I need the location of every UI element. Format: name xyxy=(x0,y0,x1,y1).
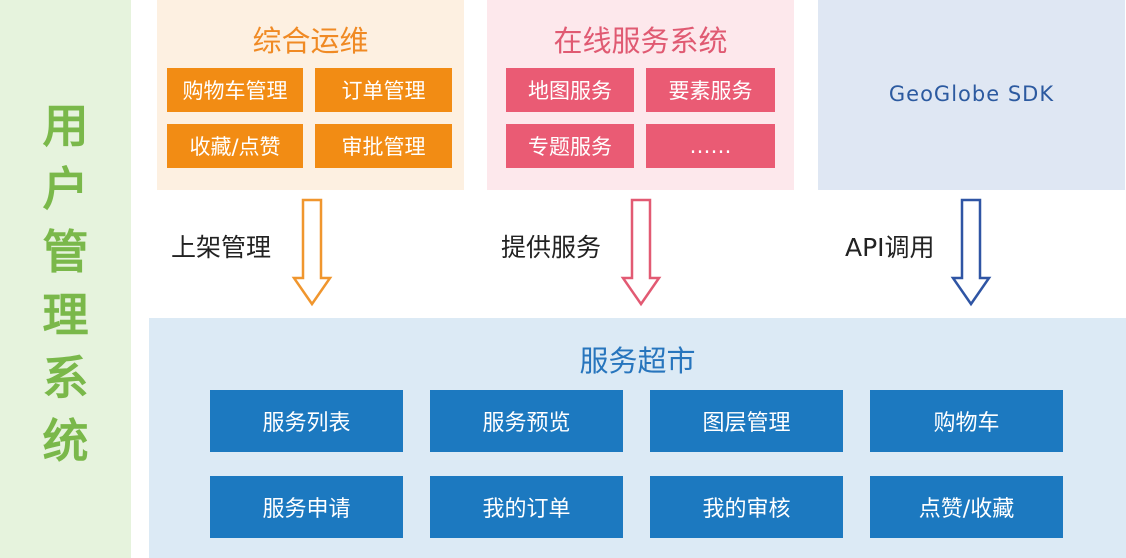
title-char: 理 xyxy=(42,288,89,342)
service-list-chip: 服务列表 xyxy=(210,390,403,452)
service-apply-chip: 服务申请 xyxy=(210,476,403,538)
online-service-title: 在线服务系统 xyxy=(553,24,728,58)
down-arrow-icon xyxy=(950,198,992,307)
user-management-title: 用 户 管 理 系 统 xyxy=(0,95,131,473)
service-market-panel: 服务超市 服务列表 服务预览 图层管理 购物车 服务申请 我的订单 我的审核 点… xyxy=(149,318,1126,558)
title-char: 户 xyxy=(42,162,89,216)
favorite-like-chip: 收藏/点赞 xyxy=(167,124,303,168)
approval-management-chip: 审批管理 xyxy=(315,124,452,168)
sdk-panel: GeoGlobe SDK xyxy=(818,0,1125,190)
online-service-panel: 在线服务系统 地图服务 要素服务 专题服务 …… xyxy=(487,0,794,190)
feature-service-chip: 要素服务 xyxy=(646,68,775,112)
arrow-label-api: API调用 xyxy=(845,233,935,262)
operations-title: 综合运维 xyxy=(252,24,369,58)
arrow-label-listing: 上架管理 xyxy=(171,233,272,262)
title-char: 统 xyxy=(42,414,89,468)
cart-management-chip: 购物车管理 xyxy=(167,68,303,112)
title-char: 用 xyxy=(42,99,89,153)
layer-management-chip: 图层管理 xyxy=(650,390,843,452)
thematic-service-chip: 专题服务 xyxy=(506,124,634,168)
shopping-cart-chip: 购物车 xyxy=(870,390,1063,452)
order-management-chip: 订单管理 xyxy=(315,68,452,112)
title-char: 系 xyxy=(42,351,89,405)
map-service-chip: 地图服务 xyxy=(506,68,634,112)
sdk-label: GeoGlobe SDK xyxy=(888,82,1055,106)
user-management-panel: 用 户 管 理 系 统 xyxy=(0,0,131,558)
my-orders-chip: 我的订单 xyxy=(430,476,623,538)
like-favorite-chip: 点赞/收藏 xyxy=(870,476,1063,538)
down-arrow-icon xyxy=(291,198,333,307)
operations-panel: 综合运维 购物车管理 订单管理 收藏/点赞 审批管理 xyxy=(157,0,464,190)
more-services-chip: …… xyxy=(646,124,775,168)
down-arrow-icon xyxy=(620,198,662,307)
my-reviews-chip: 我的审核 xyxy=(650,476,843,538)
arrow-label-provide: 提供服务 xyxy=(501,233,602,262)
service-preview-chip: 服务预览 xyxy=(430,390,623,452)
service-market-title: 服务超市 xyxy=(579,344,696,378)
title-char: 管 xyxy=(42,225,89,279)
